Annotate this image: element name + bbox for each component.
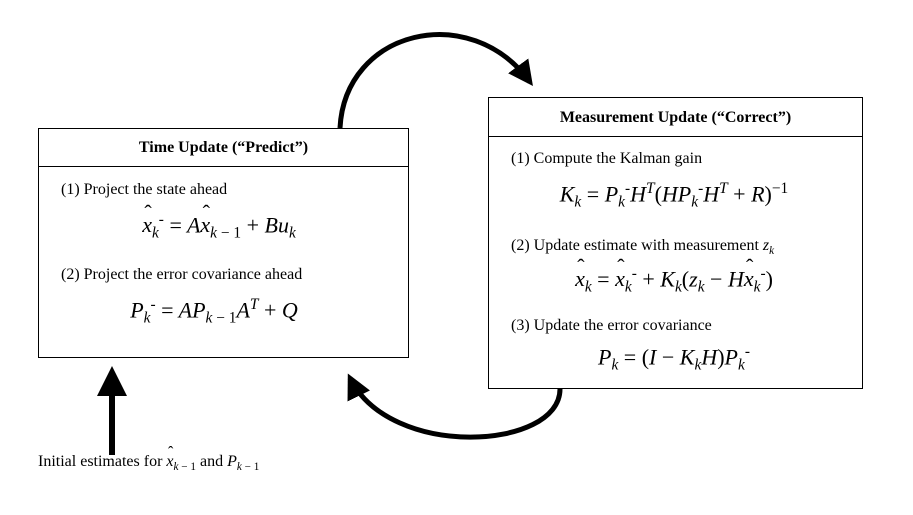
kalman-gain-equation: Kk = Pk-HT(HPk-HT + R)−1 <box>559 180 789 211</box>
measurement-update-box: Measurement Update (“Correct”) (1) Compu… <box>488 97 863 389</box>
time-update-box: Time Update (“Predict”) (1) Project the … <box>38 128 409 358</box>
covariance-update-equation: Pk = (I − KkH)Pk- <box>598 343 750 374</box>
correct-to-predict-arrow <box>347 373 563 440</box>
time-update-title: Time Update (“Predict”) <box>39 129 408 167</box>
state-prediction-equation: xk- = Axk − 1 + Buk <box>109 200 329 243</box>
update-covariance-label: (3) Update the error covariance <box>511 317 712 334</box>
update-estimate-label: (2) Update estimate with measurement zk <box>511 237 775 258</box>
predict-to-correct-arrow <box>337 32 533 129</box>
initial-estimates-caption: Initial estimates for xk − 1 and Pk − 1 <box>38 444 259 473</box>
kalman-gain-label: (1) Compute the Kalman gain <box>511 150 703 167</box>
state-update-equation: xk = xk- + Kk(zk − Hxk-) <box>509 254 839 297</box>
project-covariance-label: (2) Project the error covariance ahead <box>61 266 303 283</box>
project-state-label: (1) Project the state ahead <box>61 181 228 198</box>
measurement-update-title: Measurement Update (“Correct”) <box>489 98 862 137</box>
covariance-prediction-equation: Pk- = APk − 1AT + Q <box>130 296 298 327</box>
